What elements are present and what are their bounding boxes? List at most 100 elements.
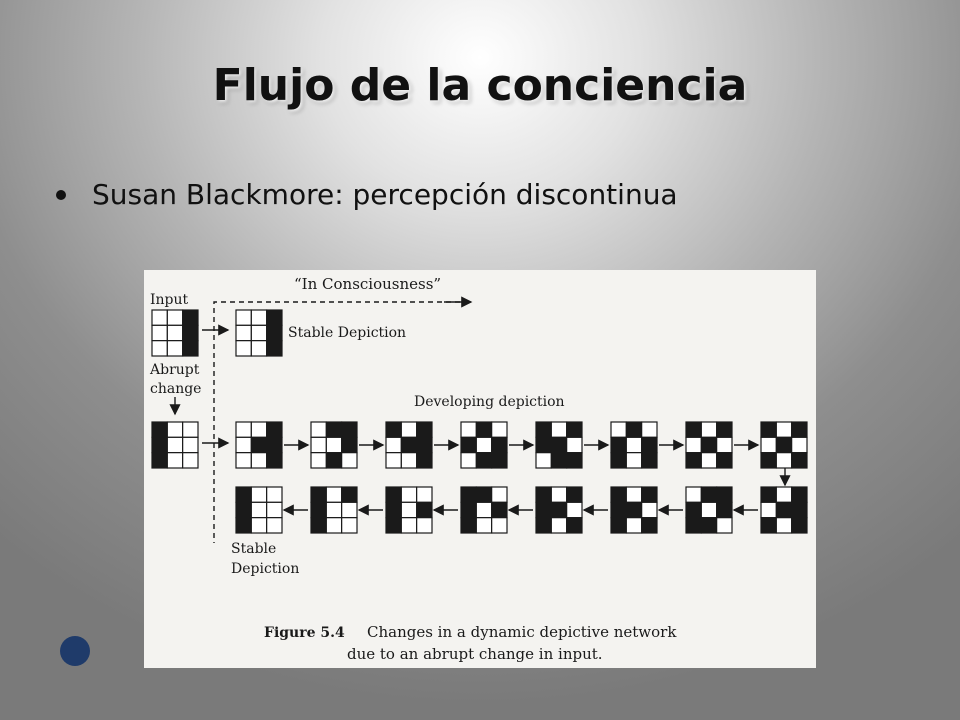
- developing-grid: [535, 421, 583, 469]
- grid-cell: [416, 501, 433, 519]
- grid-cell: [491, 501, 508, 519]
- grid-cell: [491, 486, 508, 503]
- grid-cell: [566, 436, 583, 454]
- grid-cell: [716, 421, 733, 438]
- grid-cell: [625, 517, 643, 534]
- grid-cell: [235, 309, 252, 326]
- grid-cell: [535, 501, 552, 519]
- grid-cell: [550, 421, 568, 438]
- figure-caption-line1: Changes in a dynamic depictive network: [367, 623, 677, 641]
- bullet-item: Susan Blackmore: percepción discontinua: [56, 178, 678, 211]
- settling-grid: [460, 486, 508, 534]
- grid-cell: [266, 340, 283, 357]
- consciousness-boundary-line: [213, 301, 469, 543]
- settling-grid: [760, 486, 808, 534]
- grid-cell: [235, 436, 252, 454]
- grid-cell: [760, 452, 777, 469]
- grid-cell: [182, 452, 199, 469]
- grid-cell: [641, 486, 658, 503]
- grid-cell: [151, 340, 168, 357]
- grid-cell: [325, 501, 343, 519]
- grid-cell: [760, 486, 777, 503]
- grid-cell: [550, 501, 568, 519]
- grid-cell: [325, 517, 343, 534]
- grid-cell: [566, 486, 583, 503]
- grid-cell: [550, 517, 568, 534]
- grid-cell: [610, 501, 627, 519]
- stable-depiction-bottom-line2: Depiction: [231, 561, 299, 577]
- grid-cell: [685, 486, 702, 503]
- in-consciousness-label: “In Consciousness”: [294, 275, 441, 293]
- grid-cell: [775, 436, 793, 454]
- grid-cell: [235, 517, 252, 534]
- grid-cell: [475, 436, 493, 454]
- grid-cell: [535, 436, 552, 454]
- figure-image: “In Consciousness” Input Stable Depictio…: [144, 270, 816, 668]
- grid-cell: [341, 486, 358, 503]
- input-label: Input: [150, 292, 189, 308]
- grid-cell: [491, 517, 508, 534]
- grid-cell: [416, 421, 433, 438]
- grid-cell: [250, 309, 268, 326]
- grid-cell: [250, 436, 268, 454]
- developing-grid: [610, 421, 658, 469]
- grid-cell: [460, 436, 477, 454]
- grid-cell: [625, 501, 643, 519]
- grid-cell: [385, 436, 402, 454]
- grid-cell: [400, 436, 418, 454]
- grid-cell: [700, 452, 718, 469]
- grid-cell: [235, 452, 252, 469]
- bullet-text: Susan Blackmore: percepción discontinua: [92, 178, 678, 211]
- figure-caption-label: Figure 5.4: [264, 625, 345, 641]
- grid-cell: [775, 421, 793, 438]
- grid-cell: [385, 486, 402, 503]
- grid-cell: [325, 436, 343, 454]
- figure-diagram: “In Consciousness” Input Stable Depictio…: [149, 275, 808, 663]
- grid-cell: [266, 421, 283, 438]
- grid-cell: [266, 486, 283, 503]
- grid-cell: [566, 452, 583, 469]
- settling-grid: [610, 486, 658, 534]
- developing-grid: [685, 421, 733, 469]
- grid-cell: [166, 324, 184, 342]
- grid-cell: [610, 452, 627, 469]
- grid-cell: [775, 517, 793, 534]
- bullet-dot-icon: [56, 189, 66, 200]
- grid-cell: [385, 421, 402, 438]
- grid-cell: [310, 517, 327, 534]
- grid-cell: [700, 421, 718, 438]
- grid-cell: [235, 501, 252, 519]
- grid-cell: [566, 517, 583, 534]
- grid-cell: [491, 452, 508, 469]
- developing-grid: [460, 421, 508, 469]
- grid-cell: [325, 486, 343, 503]
- grid-cell: [325, 421, 343, 438]
- grid-cell: [475, 486, 493, 503]
- grid-cell: [235, 324, 252, 342]
- grid-cell: [310, 486, 327, 503]
- settling-grid: [235, 486, 283, 534]
- grid-cell: [625, 486, 643, 503]
- grid-cell: [182, 421, 199, 438]
- grid-cell: [266, 324, 283, 342]
- grid-cell: [685, 517, 702, 534]
- grid-cell: [716, 517, 733, 534]
- grid-cell: [385, 452, 402, 469]
- grid-cell: [250, 421, 268, 438]
- grid-cell: [182, 340, 199, 357]
- grid-cell: [791, 452, 808, 469]
- grid-cell: [250, 452, 268, 469]
- grid-cell: [610, 486, 627, 503]
- grid-cell: [182, 309, 199, 326]
- grid-cell: [566, 501, 583, 519]
- grid-cell: [775, 486, 793, 503]
- grid-cell: [400, 452, 418, 469]
- settling-grid: [535, 486, 583, 534]
- grid-cell: [182, 436, 199, 454]
- grid-cell: [341, 421, 358, 438]
- grid-cell: [685, 501, 702, 519]
- grid-cell: [460, 486, 477, 503]
- slide-title: Flujo de la conciencia: [212, 60, 748, 111]
- grid-cell: [416, 517, 433, 534]
- grid-cell: [610, 517, 627, 534]
